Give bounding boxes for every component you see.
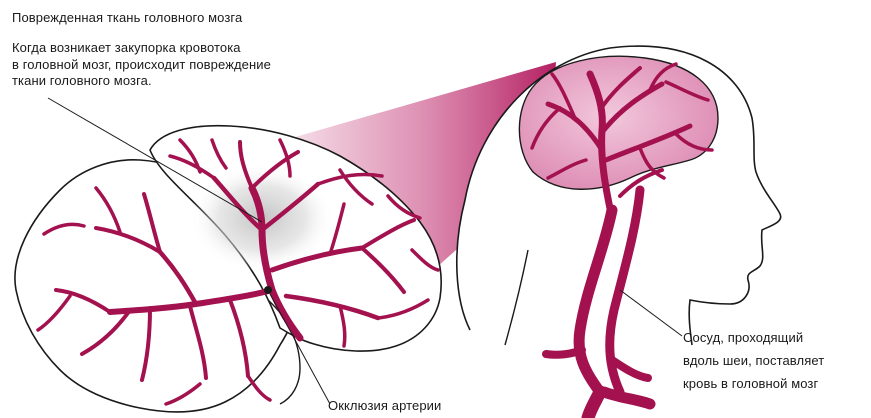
vessel-line: Сосуд, проходящий xyxy=(683,326,871,349)
vessel-line: вдоль шеи, поставляет xyxy=(683,349,871,372)
damaged-tissue-title: Поврежденная ткань головного мозга xyxy=(12,10,242,27)
description-line: в головной мозг, происходит повреждение xyxy=(12,57,392,74)
description-line: Когда возникает закупорка кровотока xyxy=(12,40,392,57)
vessel-line: кровь в головной мозг xyxy=(683,372,871,395)
neck-vessel-label: Сосуд, проходящий вдоль шеи, поставляет … xyxy=(683,326,871,395)
artery-occlusion-label: Окклюзия артерии xyxy=(328,398,441,415)
description-line: ткани головного мозга. xyxy=(12,73,392,90)
occlusion-point xyxy=(264,286,272,294)
blockage-description: Когда возникает закупорка кровотока в го… xyxy=(12,40,392,90)
